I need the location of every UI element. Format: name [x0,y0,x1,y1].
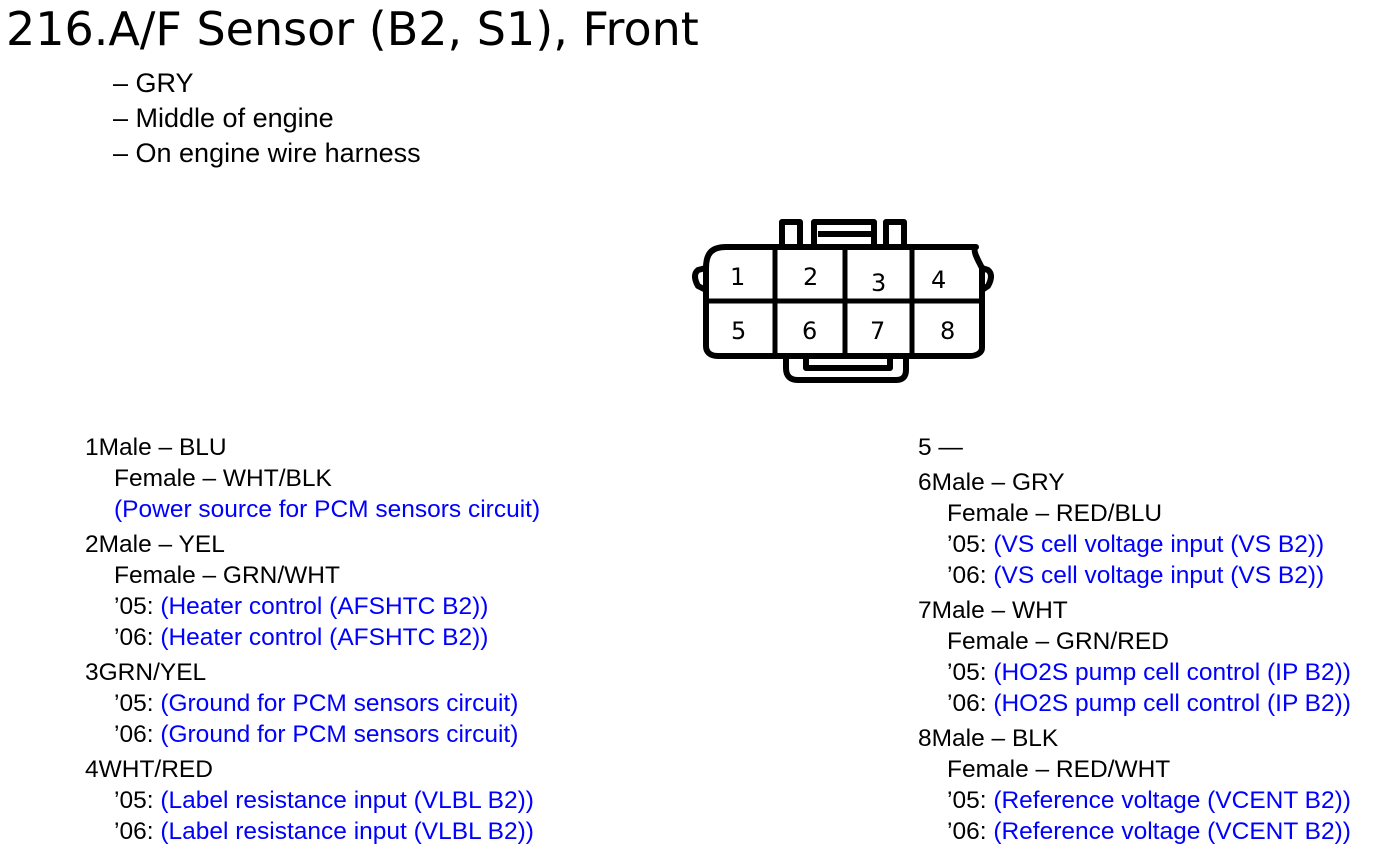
pin-2-male-color: 2Male – YEL [85,531,225,558]
pin-label: 6 [802,317,817,345]
pin-label: 2 [803,263,818,291]
pin-1-function-row: (Power source for PCM sensors circuit) [85,494,540,525]
pin-4-function-row: ’05: (Label resistance input (VLBL B2)) [85,785,540,816]
page-title: 216.A/F Sensor (B2, S1), Front [6,2,699,56]
pin-1-male-color: 1Male – BLU [85,434,227,461]
pin-6-male-color: 6Male – GRY [918,469,1065,496]
pin-label: 5 [731,317,746,345]
pin-8-function-row: ’05: (Reference voltage (VCENT B2)) [918,785,1351,816]
pin-8-description: (Reference voltage (VCENT B2)) [993,787,1351,814]
pin-6-description: (VS cell voltage input (VS B2)) [993,531,1325,558]
model-year-prefix: ’06: [947,562,994,589]
pin-1-description: (Power source for PCM sensors circuit) [114,496,541,523]
model-year-prefix: ’06: [947,818,994,845]
pin-label: 8 [940,317,955,345]
model-year-prefix: ’06: [114,624,161,651]
model-year-prefix: ’05: [114,593,161,620]
pin-5-unused: 5 — [918,434,963,461]
note-harness: – On engine wire harness [113,138,421,168]
pin-8-function-row: ’06: (Reference voltage (VCENT B2)) [918,816,1351,847]
model-year-prefix: ’05: [947,659,994,686]
pin-label: 7 [870,317,885,345]
pin-6-female-color: Female – RED/BLU [947,500,1163,527]
pin-2-description: (Heater control (AFSHTC B2)) [160,624,489,651]
pin-entry-3: 3GRN/YEL ’05: (Ground for PCM sensors ci… [85,657,540,750]
note-color: – GRY [113,68,194,98]
pin-6-description: (VS cell voltage input (VS B2)) [993,562,1325,589]
pin-list-left: 1Male – BLU Female – WHT/BLK (Power sour… [85,432,540,851]
pin-7-female-color: Female – GRN/RED [947,628,1169,655]
pin-4-description: (Label resistance input (VLBL B2)) [160,818,534,845]
pin-label: 3 [871,269,886,297]
note-location: – Middle of engine [113,103,334,133]
pin-4-function-row: ’06: (Label resistance input (VLBL B2)) [85,816,540,847]
model-year-prefix: ’05: [947,787,994,814]
pin-entry-8: 8Male – BLK Female – RED/WHT ’05: (Refer… [918,723,1351,847]
model-year-prefix: ’06: [114,721,161,748]
model-year-prefix: ’06: [114,818,161,845]
pin-8-female-color: Female – RED/WHT [947,756,1171,783]
pin-label: 1 [730,263,745,291]
pin-entry-1: 1Male – BLU Female – WHT/BLK (Power sour… [85,432,540,525]
model-year-prefix: ’05: [114,787,161,814]
pin-3-function-row: ’05: (Ground for PCM sensors circuit) [85,688,540,719]
model-year-prefix: ’05: [114,690,161,717]
pin-3-function-row: ’06: (Ground for PCM sensors circuit) [85,719,540,750]
pin-label: 4 [931,266,946,294]
pin-8-description: (Reference voltage (VCENT B2)) [993,818,1351,845]
pin-2-description: (Heater control (AFSHTC B2)) [160,593,489,620]
pin-7-function-row: ’05: (HO2S pump cell control (IP B2)) [918,657,1351,688]
pin-entry-7: 7Male – WHT Female – GRN/RED ’05: (HO2S … [918,595,1351,719]
pin-3-description: (Ground for PCM sensors circuit) [160,690,519,717]
pin-3-wire-color: 3GRN/YEL [85,659,207,686]
pin-4-wire-color: 4WHT/RED [85,756,213,783]
pin-7-male-color: 7Male – WHT [918,597,1068,624]
pin-6-function-row: ’06: (VS cell voltage input (VS B2)) [918,560,1351,591]
pin-entry-5: 5 — [918,432,1351,463]
pin-6-function-row: ’05: (VS cell voltage input (VS B2)) [918,529,1351,560]
pin-4-description: (Label resistance input (VLBL B2)) [160,787,534,814]
pin-1-female-color: Female – WHT/BLK [114,465,332,492]
pin-2-female-color: Female – GRN/WHT [114,562,340,589]
connector-face-icon: 1 2 3 4 5 6 7 8 [692,219,994,383]
pin-7-description: (HO2S pump cell control (IP B2)) [993,659,1351,686]
pin-entry-4: 4WHT/RED ’05: (Label resistance input (V… [85,754,540,847]
pin-7-function-row: ’06: (HO2S pump cell control (IP B2)) [918,688,1351,719]
pin-entry-6: 6Male – GRY Female – RED/BLU ’05: (VS ce… [918,467,1351,591]
pin-entry-2: 2Male – YEL Female – GRN/WHT ’05: (Heate… [85,529,540,653]
pin-7-description: (HO2S pump cell control (IP B2)) [993,690,1351,717]
pin-2-function-row: ’06: (Heater control (AFSHTC B2)) [85,622,540,653]
pin-3-description: (Ground for PCM sensors circuit) [160,721,519,748]
connector-notes: – GRY – Middle of engine – On engine wir… [113,66,421,171]
model-year-prefix: ’06: [947,690,994,717]
pin-list-right: 5 — 6Male – GRY Female – RED/BLU ’05: (V… [918,432,1351,851]
pin-2-function-row: ’05: (Heater control (AFSHTC B2)) [85,591,540,622]
model-year-prefix: ’05: [947,531,994,558]
pin-8-male-color: 8Male – BLK [918,725,1059,752]
